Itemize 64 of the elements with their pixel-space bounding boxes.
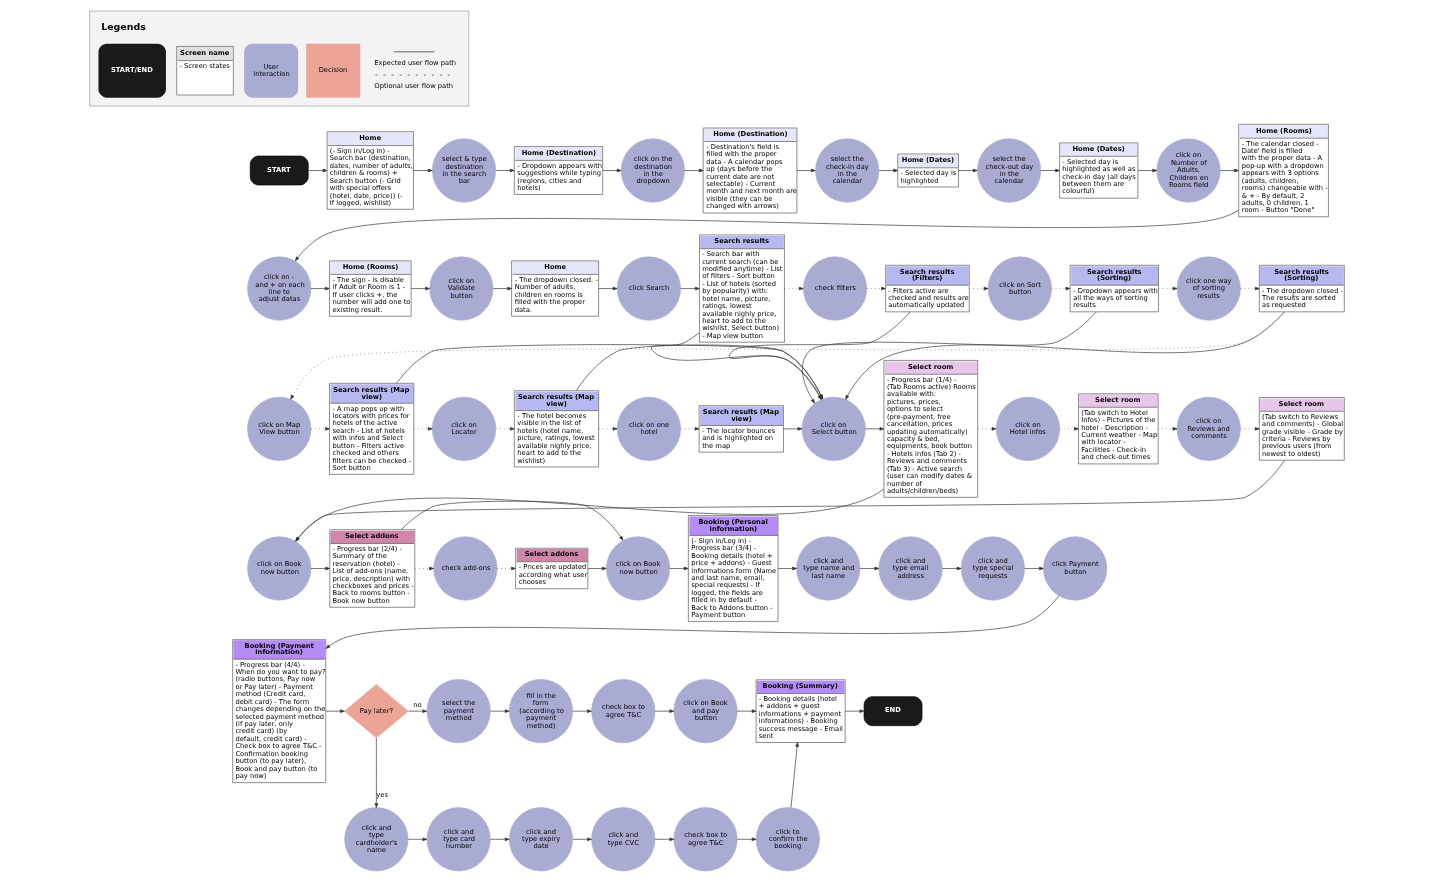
arrow — [977, 427, 997, 431]
arrow — [958, 168, 978, 173]
arrow — [490, 837, 510, 842]
arrow — [784, 286, 804, 291]
arrow — [680, 427, 700, 431]
arrow — [572, 837, 592, 842]
arrow — [598, 286, 618, 291]
arrow — [401, 500, 624, 541]
arrow — [736, 709, 757, 713]
arrow — [654, 837, 675, 842]
arrow — [1024, 566, 1044, 571]
arrow — [790, 742, 799, 808]
arrow — [969, 286, 989, 291]
arrow — [413, 168, 433, 173]
arrow — [492, 286, 512, 291]
arrow — [802, 311, 1097, 404]
arrow — [796, 168, 816, 173]
arrow — [598, 427, 618, 431]
arrow — [1219, 168, 1239, 173]
arrow — [1158, 286, 1178, 291]
arrow — [878, 168, 898, 173]
arrow — [410, 286, 430, 291]
arrow — [865, 427, 885, 431]
arrow — [310, 427, 330, 431]
arrow — [1040, 168, 1060, 173]
arrow — [587, 566, 607, 571]
arrow — [1051, 286, 1071, 291]
arrow — [310, 286, 330, 291]
arrow — [602, 168, 622, 173]
arrow — [684, 168, 704, 173]
arrow — [308, 168, 328, 173]
arrow — [325, 595, 1060, 649]
arrow — [1157, 427, 1178, 431]
arrow — [777, 566, 797, 571]
arrow — [414, 566, 434, 571]
arrow — [490, 709, 510, 713]
arrow — [1059, 427, 1079, 431]
arrow — [845, 311, 1285, 400]
arrow — [737, 837, 757, 842]
arrow — [1240, 427, 1260, 431]
arrow — [374, 737, 379, 808]
arrow — [859, 566, 880, 571]
arrow — [942, 566, 962, 571]
arrow — [295, 460, 1285, 542]
arrow — [294, 210, 1239, 262]
arrow — [680, 286, 700, 291]
arrow — [654, 709, 675, 713]
arrow — [572, 709, 592, 713]
arrow — [295, 488, 885, 542]
arrow — [325, 709, 345, 713]
arrow — [495, 168, 515, 173]
label: Legends — [101, 20, 146, 32]
arrow — [413, 427, 433, 431]
arrow — [1137, 168, 1158, 173]
arrow — [669, 566, 689, 571]
arrow — [495, 427, 515, 431]
arrow — [1240, 286, 1260, 291]
arrow — [408, 709, 428, 713]
arrow — [310, 566, 331, 571]
arrow — [783, 427, 803, 431]
arrow — [866, 286, 886, 291]
arrow — [844, 709, 865, 713]
arrow — [407, 837, 428, 842]
arrow — [496, 566, 516, 571]
